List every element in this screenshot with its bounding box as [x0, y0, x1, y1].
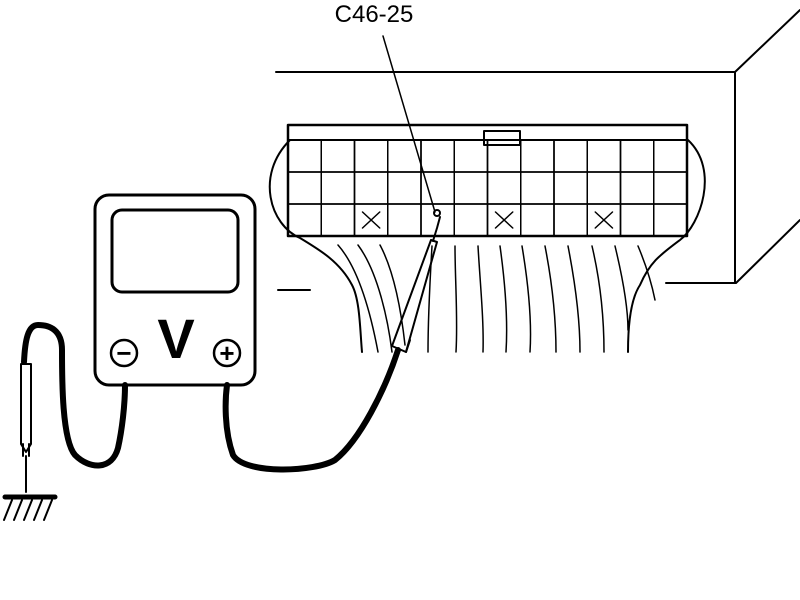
terminal-cavity — [586, 139, 622, 173]
voltmeter: V − + — [93, 193, 257, 387]
terminal-label: C46-25 — [335, 1, 414, 28]
terminal-cavity — [553, 139, 588, 173]
blocked-cavity-mark — [594, 211, 614, 229]
terminal-cavity — [520, 171, 555, 205]
terminal-cavity — [353, 171, 389, 205]
terminal-cavity — [453, 139, 489, 173]
ground-symbol-icon — [2, 494, 58, 521]
terminal-cavity — [287, 203, 322, 237]
blocked-cavity-mark — [361, 211, 381, 229]
svg-text:+: + — [219, 338, 234, 368]
positive-terminal-icon: + — [212, 338, 242, 368]
terminal-cavity — [387, 139, 422, 173]
connector — [286, 123, 689, 238]
terminal-cavity — [453, 171, 489, 205]
terminal-cavity — [520, 203, 555, 237]
terminal-cavity — [387, 171, 422, 205]
terminal-cavity — [320, 171, 356, 205]
terminal-cavity — [653, 139, 688, 173]
terminal-cavity — [353, 139, 389, 173]
terminal-cavity — [619, 203, 655, 237]
negative-terminal-icon: − — [109, 338, 139, 368]
terminal-cavity — [453, 203, 489, 237]
terminal-cavity — [420, 139, 455, 173]
terminal-cavity — [320, 139, 356, 173]
positive-test-lead — [222, 209, 441, 473]
terminal-cavity — [520, 139, 555, 173]
terminal-cavity — [553, 171, 588, 205]
terminal-cavity — [586, 171, 622, 205]
voltmeter-display — [110, 208, 240, 294]
terminal-cavity — [553, 203, 588, 237]
terminal-callout: C46-25 — [335, 1, 436, 213]
terminal-grid — [287, 139, 688, 237]
svg-text:−: − — [116, 338, 131, 368]
blocked-cavity-mark — [494, 211, 514, 229]
terminal-cavity — [653, 203, 688, 237]
voltmeter-mode-symbol: V — [157, 307, 194, 370]
terminal-cavity — [486, 171, 522, 205]
terminal-cavity — [619, 139, 655, 173]
terminal-cavity — [420, 203, 455, 237]
wire-harness — [268, 139, 706, 353]
terminal-cavity — [619, 171, 655, 205]
terminal-cavity — [387, 203, 422, 237]
negative-test-lead — [20, 322, 128, 493]
terminal-cavity — [287, 171, 322, 205]
ecu-housing — [275, 9, 800, 291]
terminal-cavity — [287, 139, 322, 173]
terminal-cavity — [653, 171, 688, 205]
terminal-cavity — [420, 171, 455, 205]
connector-latch — [483, 130, 521, 146]
voltmeter-body — [93, 193, 257, 387]
terminal-cavity — [320, 203, 356, 237]
